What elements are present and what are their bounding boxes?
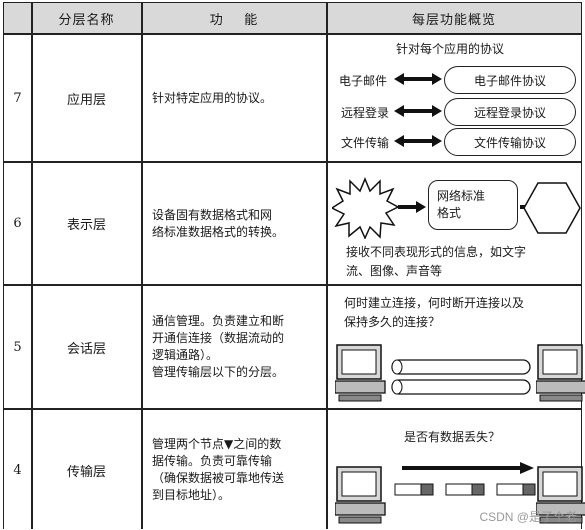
computer-icon <box>536 466 585 524</box>
header-overview: 每层功能概览 <box>411 12 496 28</box>
header-function: 功 能 <box>209 12 259 28</box>
computer-icon <box>335 466 386 524</box>
layer-function-text: 通信管理。负责建立和断 开通信连接（数据流动的 逻辑通路）。 管理传输层以下的分… <box>152 314 285 379</box>
double-arrow-icon <box>394 105 442 117</box>
overview-title: 针对每个应用的协议 <box>396 42 505 56</box>
layer-name: 传输层 <box>66 464 106 480</box>
header-layer-name: 分层名称 <box>58 12 115 28</box>
col-divider <box>326 3 328 529</box>
starburst-icon <box>332 177 398 239</box>
connection-pipes-icon <box>391 359 531 395</box>
computer-icon <box>536 344 585 402</box>
protocol-box: 电子邮件协议 <box>444 66 576 94</box>
row-divider <box>4 284 581 286</box>
row-divider <box>4 408 581 410</box>
protocol-label: 远程登录 <box>341 106 390 120</box>
double-arrow-icon <box>394 73 442 85</box>
layer-function: 通信管理。负责建立和断 开通信连接（数据流动的 逻辑通路）。 管理传输层以下的分… <box>142 286 326 408</box>
transport-note: 是否有数据丢失？ <box>404 430 501 444</box>
protocol-label: 文件传输 <box>341 136 390 150</box>
layer-number: 4 <box>13 462 22 478</box>
arrow-right-icon <box>402 462 534 474</box>
protocol-box: 文件传输协议 <box>444 128 576 156</box>
hexagon-icon <box>523 182 581 234</box>
protocol-box: 远程登录协议 <box>444 98 576 126</box>
double-arrow-icon <box>394 135 442 147</box>
layer-function: 设备固有数据格式和网 络标准数据格式的转换。 <box>142 163 326 284</box>
row-divider <box>4 161 581 163</box>
presentation-note: 接收不同表现形式的信息，如文字 流、图像、声音等 <box>346 245 527 278</box>
osi-layer-table: 分层名称 功 能 每层功能概览 7 应用层 针对特定应用的协议。 针对每个应用的… <box>3 2 585 530</box>
layer-function-text: 设备固有数据格式和网 络标准数据格式的转换。 <box>152 207 285 239</box>
layer-function: 管理两个节点▼之间的数 据传输。负责可靠传输 （确保数据被可靠地传送 到目标地址… <box>142 410 326 530</box>
network-format-box: 网络标准 格式 <box>428 180 518 230</box>
layer-name: 应用层 <box>66 92 106 108</box>
layer-function-text: 管理两个节点▼之间的数 据传输。负责可靠传输 （确保数据被可靠地传送 到目标地址… <box>152 437 285 502</box>
layer-number: 5 <box>13 339 22 355</box>
layer-name: 会话层 <box>66 341 106 357</box>
watermark: CSDN @是了个老 <box>479 510 577 524</box>
layer-name: 表示层 <box>66 218 106 233</box>
protocol-label: 电子邮件 <box>339 74 388 88</box>
layer-number: 6 <box>13 216 22 231</box>
col-divider <box>141 3 143 529</box>
arrow-right-icon <box>398 201 426 213</box>
table-header <box>4 3 581 35</box>
layer-number: 7 <box>13 90 22 106</box>
layer-function-text: 针对特定应用的协议。 <box>152 90 273 105</box>
layer-function: 针对特定应用的协议。 <box>142 35 326 161</box>
computer-icon <box>335 344 386 402</box>
session-note: 何时建立连接，何时断开连接以及 保持多久的连接？ <box>344 296 525 329</box>
col-divider <box>31 3 33 529</box>
data-packets-icon <box>394 483 536 496</box>
